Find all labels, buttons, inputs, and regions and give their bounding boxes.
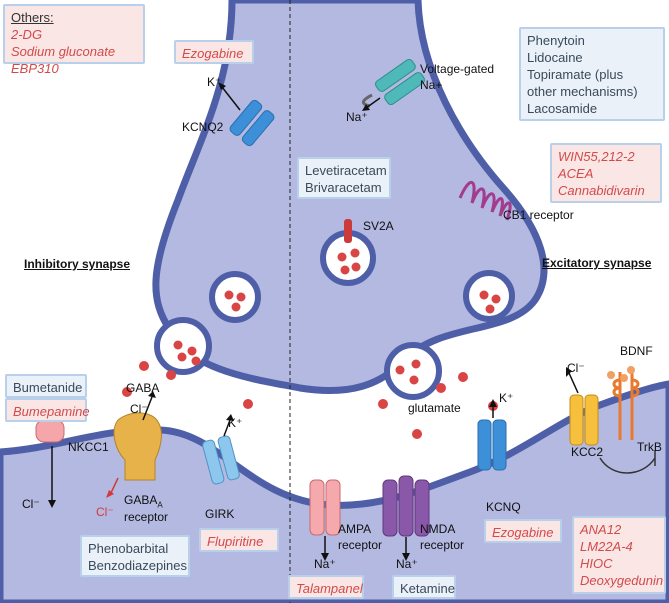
na-channel-drug-box: Phenytoin Lidocaine Topiramate (plus oth… xyxy=(519,27,665,121)
flupiritine-box: Flupiritine xyxy=(199,528,279,552)
bumetanide-box: Bumetanide xyxy=(5,374,87,398)
gabaa-drug-box: Phenobarbital Benzodiazepines xyxy=(80,535,190,577)
k-plus-kcnq-label: K⁺ xyxy=(499,391,514,405)
k-plus-top-label: K⁺ xyxy=(207,75,222,89)
released-neurotransmitters xyxy=(122,361,498,439)
kcnq-channel xyxy=(477,419,507,471)
gabaa-receptor-label-2: receptor xyxy=(124,510,169,524)
ezogabine-bottom-box: Ezogabine xyxy=(484,519,562,543)
girk-label: GIRK xyxy=(205,507,235,521)
cb1-receptor xyxy=(458,181,512,221)
bdnf-molecules xyxy=(607,366,635,382)
gabaa-receptor-label: GABAA xyxy=(124,493,163,510)
nkcc1-label: NKCC1 xyxy=(68,440,109,454)
cl-minus-kcc2-label: Cl⁻ xyxy=(567,361,585,375)
trkb-drug-box: ANA12 LM22A-4 HIOC Deoxygedunin xyxy=(572,516,666,594)
trkb-receptor xyxy=(612,372,640,440)
drug-ebp310: EBP310 xyxy=(11,61,59,76)
ketamine-box: Ketamine xyxy=(392,575,456,599)
na-plus-ampa-label: Na⁺ xyxy=(314,557,336,571)
cb1-receptor-label: CB1 receptor xyxy=(503,208,574,222)
kcnq-label: KCNQ xyxy=(486,500,521,514)
kcnq2-channel xyxy=(229,99,275,147)
fusing-vesicle-right xyxy=(384,342,442,400)
kcnq2-label: KCNQ2 xyxy=(182,120,224,134)
drug-sodium-gluconate: Sodium gluconate xyxy=(11,44,116,59)
na-plus-top-label: Na+ xyxy=(420,78,443,92)
ampa-label-2: receptor xyxy=(338,538,383,552)
kcc2-label: KCC2 xyxy=(571,445,604,459)
bumepamine-box: Bumepamine xyxy=(5,398,90,422)
girk-channel xyxy=(202,435,240,485)
vesicle-right xyxy=(463,270,515,322)
talampanel-box: Talampanel xyxy=(288,575,364,599)
na-plus-inside-label: Na⁺ xyxy=(346,110,368,124)
nmda-receptor xyxy=(382,475,430,537)
na-plus-nmda-label: Na⁺ xyxy=(396,557,418,571)
nmda-label: NMDA xyxy=(420,522,456,536)
sv2a-drug-box: Levetiracetam Brivaracetam xyxy=(297,157,391,199)
gaba-label: GABA xyxy=(126,381,160,395)
glutamate-label: glutamate xyxy=(408,401,461,415)
vesicle-left xyxy=(209,271,261,323)
trkb-label: TrkB xyxy=(637,440,662,454)
voltage-gated-label: Voltage-gated xyxy=(420,62,495,76)
drug-2dg: 2-DG xyxy=(11,27,43,42)
nmda-label-2: receptor xyxy=(420,538,465,552)
bdnf-label: BDNF xyxy=(620,344,653,358)
ampa-receptor xyxy=(309,479,341,536)
others-drug-box: Others: 2-DG Sodium gluconate EBP310 xyxy=(3,4,145,76)
cl-minus-gabaa-label: Cl⁻ xyxy=(130,402,148,416)
cb1-drug-box: WIN55,212-2 ACEA Cannabidivarin xyxy=(550,143,662,203)
fusing-vesicle-left xyxy=(154,317,212,375)
sv2a-protein xyxy=(344,219,352,243)
inhibitory-synapse-heading: Inhibitory synapse xyxy=(24,257,131,271)
k-plus-girk-label: K⁺ xyxy=(228,416,243,430)
excitatory-synapse-heading: Excitatory synapse xyxy=(542,256,652,270)
cl-minus-nkcc1-label: Cl⁻ xyxy=(22,497,40,511)
kcc2-transporter xyxy=(569,394,599,446)
ampa-label: AMPA xyxy=(338,522,372,536)
sv2a-label: SV2A xyxy=(363,219,394,233)
cl-minus-influx-label: Cl⁻ xyxy=(96,505,114,519)
gabaa-receptor xyxy=(113,412,162,481)
ezogabine-top-box: Ezogabine xyxy=(174,40,254,64)
voltage-gated-na-channel xyxy=(375,58,425,106)
